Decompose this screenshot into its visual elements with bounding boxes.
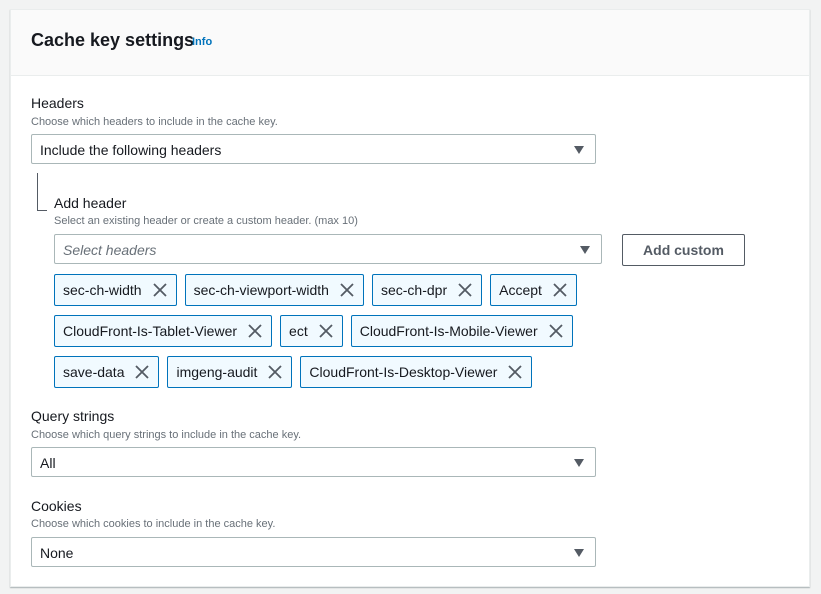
header-token-label: sec-ch-viewport-width (193, 282, 329, 298)
query-strings-select[interactable]: All (31, 447, 596, 477)
query-strings-label: Query strings (31, 408, 115, 424)
header-token: CloudFront-Is-Mobile-Viewer (350, 315, 573, 347)
header-token: sec-ch-viewport-width (184, 274, 364, 306)
header-token-label: Accept (499, 282, 542, 298)
query-strings-description: Choose which query strings to include in… (31, 429, 302, 441)
add-header-description: Select an existing header or create a cu… (54, 215, 358, 227)
query-strings-select-value: All (40, 455, 56, 471)
cookies-select[interactable]: None (31, 537, 596, 567)
close-icon[interactable] (552, 282, 568, 298)
header-token: sec-ch-dpr (371, 274, 483, 306)
header-token: save-data (54, 356, 160, 388)
cookies-label: Cookies (31, 498, 82, 514)
header-token-label: CloudFront-Is-Desktop-Viewer (309, 364, 498, 380)
header-token: ect (280, 315, 343, 347)
add-custom-button[interactable]: Add custom (622, 234, 745, 266)
headers-label: Headers (31, 95, 84, 111)
token-row: sec-ch-width sec-ch-viewport-width sec-c… (54, 274, 577, 306)
cookies-select-value: None (40, 545, 74, 561)
caret-down-icon (574, 459, 584, 467)
header-token-label: save-data (63, 364, 125, 380)
caret-down-icon (580, 246, 590, 254)
header-token: sec-ch-width (54, 274, 177, 306)
header-token-label: CloudFront-Is-Mobile-Viewer (359, 323, 538, 339)
header-token-label: sec-ch-width (63, 282, 142, 298)
panel-title: Cache key settings (31, 30, 195, 50)
add-header-label: Add header (54, 195, 127, 211)
header-token-label: sec-ch-dpr (380, 282, 448, 298)
header-token: imgeng-audit (167, 356, 293, 388)
cookies-description: Choose which cookies to include in the c… (31, 518, 276, 530)
close-icon[interactable] (339, 282, 355, 298)
header-token: CloudFront-Is-Tablet-Viewer (54, 315, 273, 347)
header-token-label: CloudFront-Is-Tablet-Viewer (63, 323, 238, 339)
close-icon[interactable] (267, 364, 283, 380)
close-icon[interactable] (152, 282, 168, 298)
close-icon[interactable] (548, 323, 564, 339)
headers-description: Choose which headers to include in the c… (31, 116, 278, 128)
tree-connector (37, 173, 47, 211)
headers-select[interactable]: Include the following headers (31, 134, 596, 164)
info-link[interactable]: Info (192, 36, 213, 48)
token-row: CloudFront-Is-Tablet-Viewer ect CloudFro… (54, 315, 573, 347)
headers-select-value: Include the following headers (40, 142, 222, 158)
select-headers-dropdown[interactable]: Select headers (54, 234, 602, 264)
close-icon[interactable] (318, 323, 334, 339)
token-row: save-data imgeng-audit CloudFront-Is-Des… (54, 356, 533, 388)
select-headers-placeholder: Select headers (63, 242, 157, 258)
header-token-label: ect (289, 323, 308, 339)
header-token-label: imgeng-audit (176, 364, 258, 380)
caret-down-icon (574, 549, 584, 557)
cache-key-settings-panel: Cache key settings Info Headers Choose w… (10, 9, 810, 587)
caret-down-icon (574, 146, 584, 154)
header-token: CloudFront-Is-Desktop-Viewer (300, 356, 533, 388)
header-token: Accept (490, 274, 577, 306)
close-icon[interactable] (134, 364, 150, 380)
panel-header: Cache key settings Info (11, 10, 809, 76)
close-icon[interactable] (457, 282, 473, 298)
close-icon[interactable] (507, 364, 523, 380)
close-icon[interactable] (247, 323, 263, 339)
